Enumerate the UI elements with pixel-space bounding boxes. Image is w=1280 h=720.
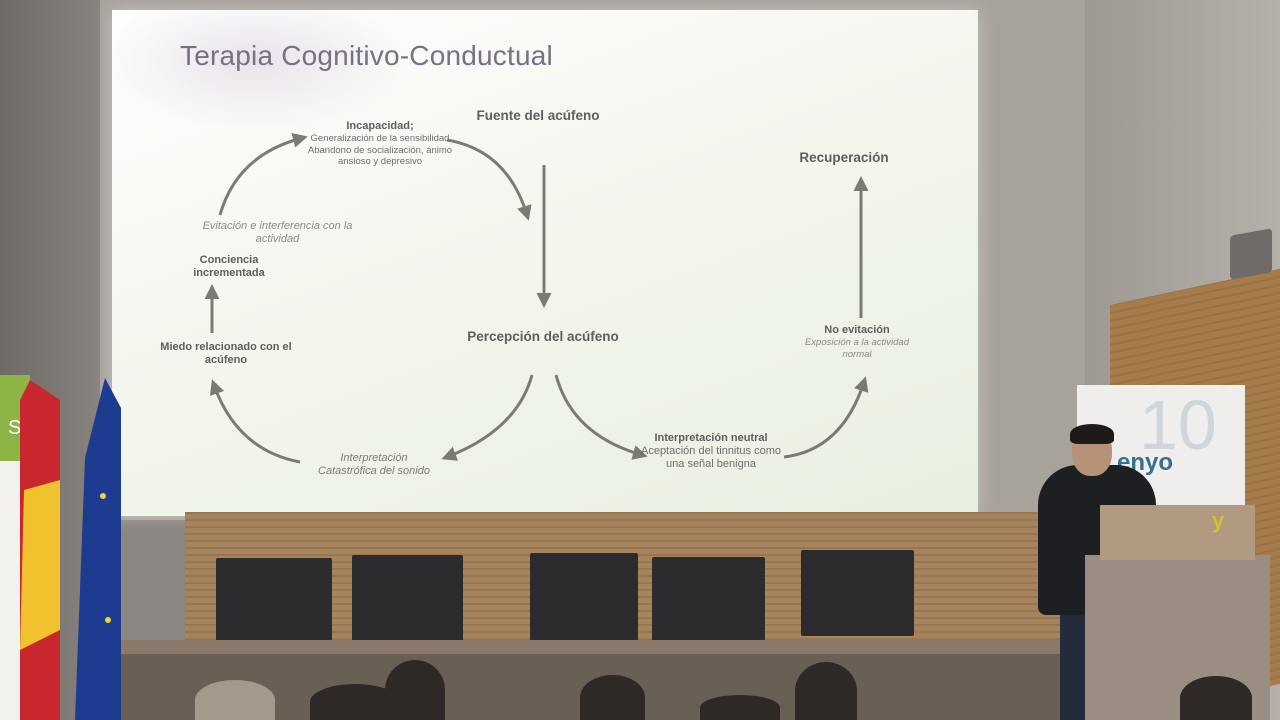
node-neutral-title: Interpretación neutral bbox=[654, 432, 768, 444]
cycle-arrows bbox=[204, 133, 869, 464]
arrow-neutral-to-noevitacion bbox=[783, 376, 869, 459]
audience-head-6 bbox=[795, 662, 857, 720]
presentation-slide: Terapia Cognitivo-Conductual Incapacidad… bbox=[112, 10, 978, 516]
enyo-banner: 10 enyo bbox=[1077, 385, 1245, 510]
banner-number: 10 bbox=[1139, 386, 1217, 464]
node-miedo: Miedo relacionado con el acúfeno bbox=[160, 341, 292, 367]
node-recuperacion: Recuperación bbox=[799, 150, 889, 165]
wall-speaker bbox=[1230, 228, 1272, 280]
slide-glow bbox=[112, 10, 412, 130]
arrow-percepcion-to-catastrofica bbox=[441, 374, 534, 461]
node-no-evitacion-desc: Exposición a la actividad normal bbox=[804, 337, 910, 360]
node-percepcion: Percepción del acúfeno bbox=[467, 329, 619, 344]
node-no-evitacion: No evitación Exposición a la actividad n… bbox=[802, 324, 912, 360]
node-neutral-desc: Aceptación del tinnitus como una señal b… bbox=[640, 445, 782, 471]
node-fuente: Fuente del acúfeno bbox=[476, 108, 600, 123]
podium-front bbox=[1100, 505, 1255, 560]
audience-head-3 bbox=[385, 660, 445, 720]
arrow-catastrofica-to-miedo bbox=[209, 379, 301, 464]
node-incapacidad: Incapacidad; Generalización de la sensib… bbox=[300, 120, 460, 167]
podium-logo: y bbox=[1212, 508, 1225, 533]
audience-head-4 bbox=[580, 675, 645, 720]
monitor-3 bbox=[530, 553, 638, 641]
monitor-4 bbox=[652, 557, 765, 641]
node-evitacion: Evitación e interferencia con la activid… bbox=[202, 220, 353, 246]
node-incapacidad-desc: Generalización de la sensibilidad Abando… bbox=[307, 133, 453, 167]
desk-top bbox=[118, 640, 1063, 654]
node-catastrofica-line1: Interpretación bbox=[340, 452, 408, 464]
audience-head-7 bbox=[1180, 676, 1252, 720]
node-conciencia: Conciencia incrementada bbox=[193, 254, 265, 280]
audience-head-1 bbox=[195, 680, 275, 720]
node-incapacidad-title: Incapacidad; bbox=[346, 120, 414, 132]
monitor-2 bbox=[352, 555, 463, 645]
node-no-evitacion-title: No evitación bbox=[824, 324, 890, 336]
speaker-hair bbox=[1070, 424, 1114, 444]
node-catastrofica: Interpretación Catastrófica del sonido bbox=[304, 452, 444, 478]
monitor-5 bbox=[801, 550, 914, 636]
monitor-1 bbox=[216, 558, 332, 648]
arrow-incapacidad-to-fuente bbox=[446, 138, 532, 221]
slide-title: Terapia Cognitivo-Conductual bbox=[180, 40, 553, 71]
eu-flag bbox=[75, 378, 121, 720]
node-catastrofica-line2: Catastrófica del sonido bbox=[318, 465, 430, 478]
arrow-percepcion-to-neutral bbox=[554, 374, 648, 460]
left-banner-letter: S bbox=[8, 417, 22, 439]
arrow-evitacion-to-incapacidad bbox=[218, 133, 308, 216]
audience-head-5 bbox=[700, 695, 780, 720]
spain-flag bbox=[20, 380, 60, 720]
node-neutral: Interpretación neutral Aceptación del ti… bbox=[640, 432, 782, 472]
